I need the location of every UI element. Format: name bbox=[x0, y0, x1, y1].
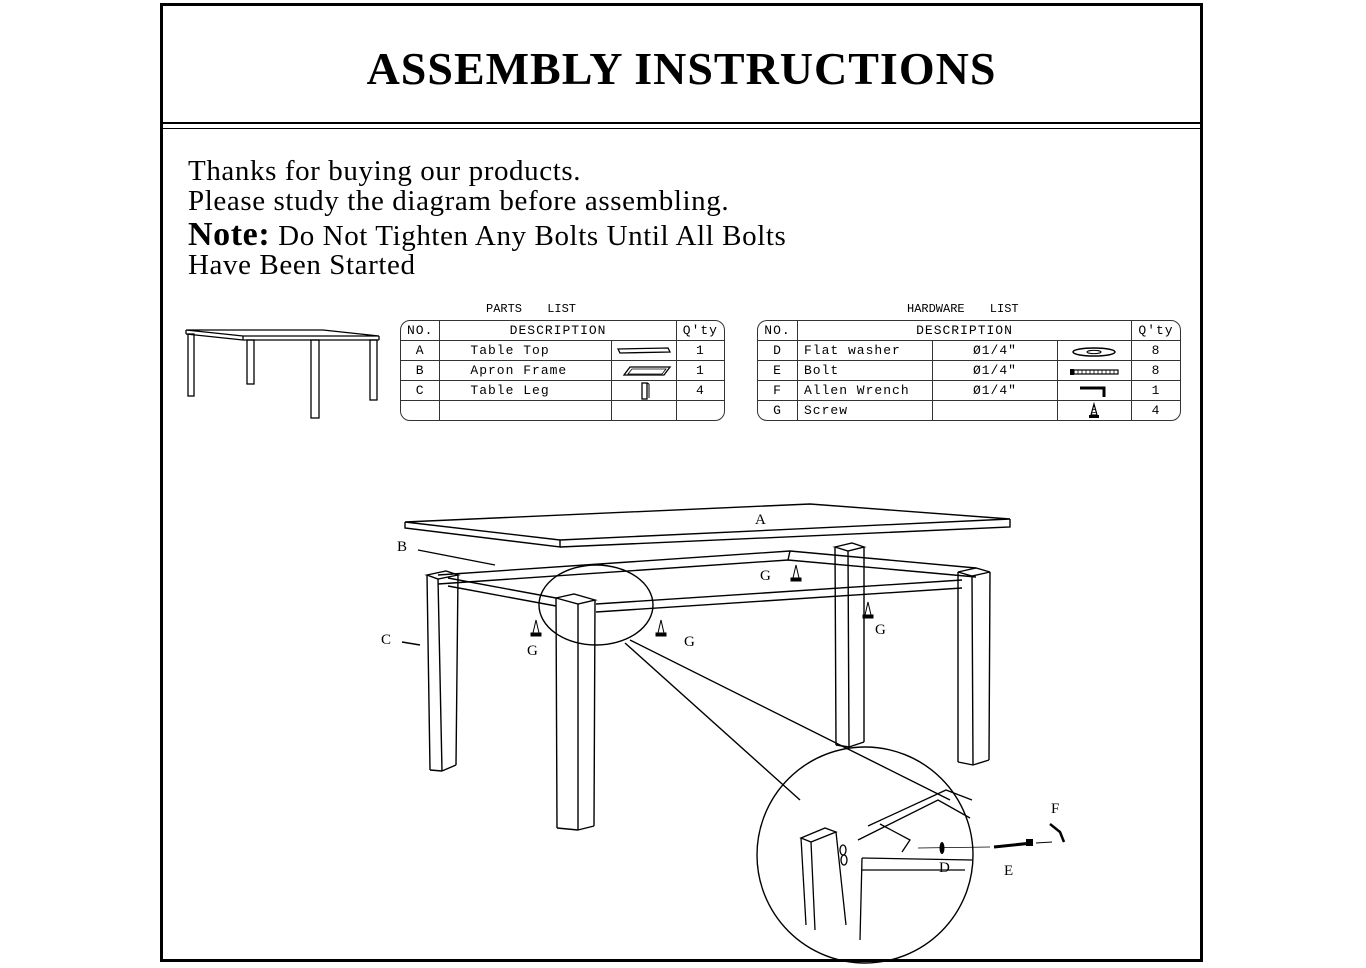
table-leg-back-left bbox=[424, 570, 461, 772]
hardware-list-caption: HARDWARE LIST bbox=[907, 302, 1019, 316]
hardware-qty: 8 bbox=[1132, 341, 1180, 361]
note-line-1: Do Not Tighten Any Bolts Until All Bolts bbox=[278, 220, 787, 252]
hardware-desc: Screw bbox=[798, 401, 934, 420]
apron-frame-icon bbox=[622, 365, 672, 376]
table-row: G Screw 4 bbox=[758, 401, 1180, 420]
part-desc: Apron Frame bbox=[440, 361, 612, 381]
label-g: G bbox=[684, 634, 695, 650]
note-label: Note: bbox=[188, 216, 271, 253]
part-desc: Table Top bbox=[440, 341, 612, 361]
table-row: C Table Leg 4 bbox=[401, 381, 724, 401]
hardware-size: Ø1/4" bbox=[933, 341, 1058, 361]
label-leader-b bbox=[417, 549, 496, 566]
table-leg-front-right bbox=[957, 567, 991, 766]
label-f: F bbox=[1051, 801, 1059, 817]
note-line-2: Have Been Started bbox=[188, 249, 416, 281]
label-d: D bbox=[939, 860, 950, 876]
label-a: A bbox=[755, 512, 766, 528]
part-qty: 4 bbox=[676, 381, 724, 401]
hardware-desc: Flat washer bbox=[798, 341, 934, 361]
table-row: D Flat washer Ø1/4" 8 bbox=[758, 341, 1180, 361]
hardware-list-table: NO. DESCRIPTION Q'ty D Flat washer Ø1/4"… bbox=[757, 320, 1181, 421]
hardware-size bbox=[933, 401, 1058, 420]
label-c: C bbox=[381, 632, 391, 648]
screw-icon bbox=[1088, 401, 1099, 418]
intro-line-2: Please study the diagram before assembli… bbox=[188, 185, 730, 217]
table-top-part bbox=[404, 503, 1011, 548]
screw-icon bbox=[862, 601, 874, 619]
note-text: Note: Do Not Tighten Any Bolts Until All… bbox=[188, 218, 787, 281]
detail-callout-line bbox=[629, 639, 951, 801]
hardware-no: G bbox=[758, 401, 798, 420]
part-qty: 1 bbox=[676, 361, 724, 381]
hardware-qty: 1 bbox=[1132, 381, 1180, 401]
hardware-size: Ø1/4" bbox=[933, 381, 1058, 401]
col-header-qty: Q'ty bbox=[676, 321, 724, 341]
col-header-no: NO. bbox=[401, 321, 441, 341]
title-divider bbox=[163, 122, 1200, 124]
detail-callout-line bbox=[624, 642, 801, 801]
table-preview-illustration bbox=[185, 329, 380, 419]
table-row: E Bolt Ø1/4" 8 bbox=[758, 361, 1180, 381]
label-g: G bbox=[527, 643, 538, 659]
hardware-exploded bbox=[917, 823, 1066, 854]
screw-icon bbox=[790, 564, 802, 582]
col-header-description: DESCRIPTION bbox=[798, 321, 1133, 341]
table-leg-back-right bbox=[832, 542, 867, 748]
hardware-qty: 8 bbox=[1132, 361, 1180, 381]
hardware-no: D bbox=[758, 341, 798, 361]
detail-joint bbox=[799, 789, 973, 941]
table-top-icon bbox=[616, 346, 671, 354]
table-leg-front-left bbox=[555, 593, 598, 831]
col-header-qty: Q'ty bbox=[1132, 321, 1180, 341]
document-frame: ASSEMBLY INSTRUCTIONS Thanks for buying … bbox=[160, 3, 1203, 962]
part-no: A bbox=[401, 341, 441, 361]
part-no: C bbox=[401, 381, 441, 401]
table-row: B Apron Frame 1 bbox=[401, 361, 724, 381]
hardware-no: E bbox=[758, 361, 798, 381]
hardware-qty: 4 bbox=[1151, 403, 1161, 418]
hardware-size: Ø1/4" bbox=[933, 361, 1058, 381]
parts-list-table: NO. DESCRIPTION Q'ty A Table Top 1 B Apr… bbox=[400, 320, 725, 421]
washer-icon bbox=[1072, 346, 1116, 357]
label-leader-c bbox=[401, 641, 421, 646]
col-header-no: NO. bbox=[758, 321, 798, 341]
detail-callout-circle bbox=[538, 564, 654, 646]
label-e: E bbox=[1004, 863, 1013, 879]
apron-frame-part bbox=[437, 550, 977, 613]
screw-icon bbox=[530, 619, 542, 637]
hardware-no: F bbox=[758, 381, 798, 401]
screw-g-icons bbox=[530, 564, 874, 637]
allen-wrench-icon bbox=[1079, 386, 1106, 397]
label-b: B bbox=[397, 539, 407, 555]
screw-icon bbox=[655, 619, 667, 637]
intro-text: Thanks for buying our products. Please s… bbox=[188, 156, 729, 216]
title-divider-thin bbox=[163, 128, 1200, 129]
table-row: F Allen Wrench Ø1/4" 1 bbox=[758, 381, 1180, 401]
hardware-desc: Bolt bbox=[798, 361, 934, 381]
col-header-description: DESCRIPTION bbox=[440, 321, 677, 341]
table-leg-icon bbox=[641, 381, 650, 400]
intro-line-1: Thanks for buying our products. bbox=[188, 155, 582, 187]
part-no: B bbox=[401, 361, 441, 381]
parts-list-caption: PARTS LIST bbox=[486, 302, 577, 316]
detail-zoom-circle bbox=[756, 746, 974, 964]
table-row: A Table Top 1 bbox=[401, 341, 724, 361]
part-desc: Table Leg bbox=[440, 381, 612, 401]
table-header-row: NO. DESCRIPTION Q'ty bbox=[758, 321, 1180, 341]
page-title: ASSEMBLY INSTRUCTIONS bbox=[366, 43, 997, 94]
bolt-icon bbox=[1069, 368, 1119, 375]
table-header-row: NO. DESCRIPTION Q'ty bbox=[401, 321, 724, 341]
label-g: G bbox=[760, 568, 771, 584]
part-qty: 1 bbox=[676, 341, 724, 361]
table-row-empty bbox=[401, 401, 724, 420]
hardware-desc: Allen Wrench bbox=[798, 381, 934, 401]
label-g: G bbox=[875, 622, 886, 638]
